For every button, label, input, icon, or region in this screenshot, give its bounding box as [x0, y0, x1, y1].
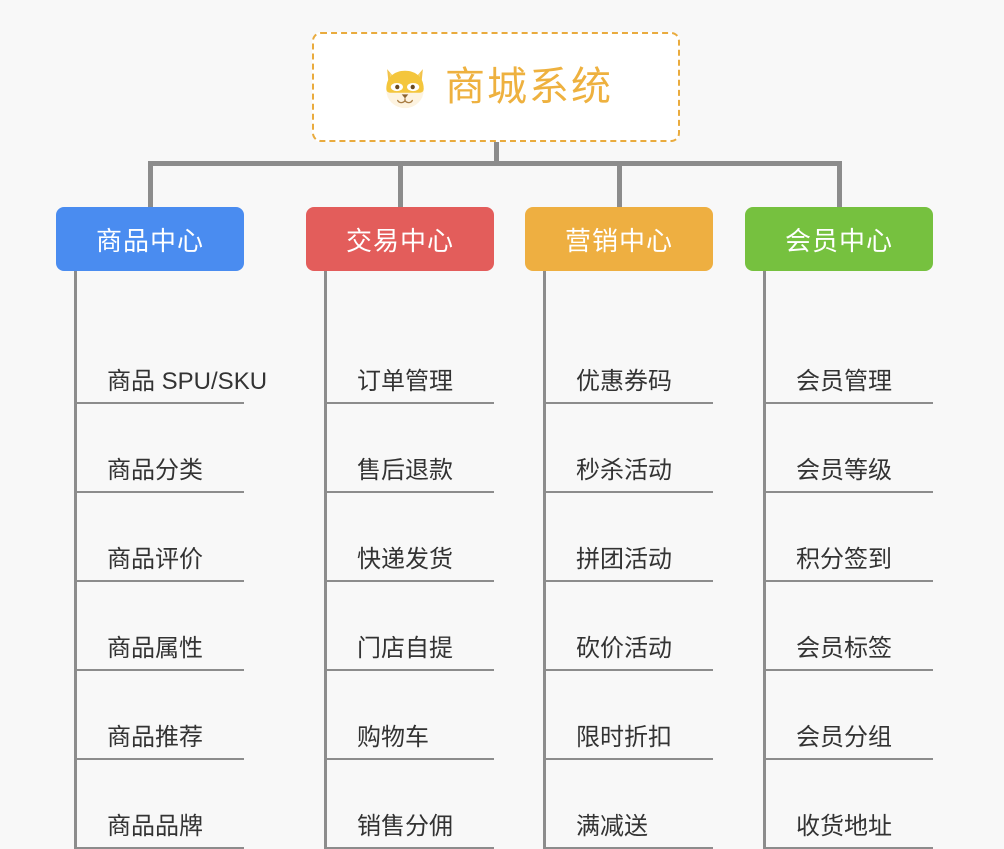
branch-header-trade-center[interactable]: 交易中心	[306, 207, 494, 271]
leaf-item[interactable]: 商品属性	[77, 582, 244, 671]
leaf-item[interactable]: 优惠券码	[546, 271, 713, 404]
leaf-item[interactable]: 快递发货	[327, 493, 494, 582]
leaf-item[interactable]: 商品分类	[77, 404, 244, 493]
branch-marketing-center: 营销中心 优惠券码 秒杀活动 拼团活动 砍价活动 限时折扣 满减送	[525, 207, 713, 849]
leaf-list-marketing-center: 优惠券码 秒杀活动 拼团活动 砍价活动 限时折扣 满减送	[543, 271, 713, 849]
leaf-item[interactable]: 砍价活动	[546, 582, 713, 671]
leaf-list-member-center: 会员管理 会员等级 积分签到 会员标签 会员分组 收货地址	[763, 271, 933, 849]
leaf-item[interactable]: 售后退款	[327, 404, 494, 493]
connector-drop-2	[398, 161, 403, 209]
root-node[interactable]: 商城系统	[312, 32, 680, 142]
branch-header-label: 会员中心	[784, 225, 893, 256]
leaf-item[interactable]: 拼团活动	[546, 493, 713, 582]
leaf-item[interactable]: 商品推荐	[77, 671, 244, 760]
connector-drop-4	[837, 161, 842, 209]
branch-header-product-center[interactable]: 商品中心	[56, 207, 244, 271]
branch-header-marketing-center[interactable]: 营销中心	[525, 207, 713, 271]
branch-header-label: 商品中心	[95, 225, 204, 256]
branch-header-label: 营销中心	[564, 225, 673, 256]
connector-drop-1	[148, 161, 153, 209]
leaf-item[interactable]: 商品评价	[77, 493, 244, 582]
dog-face-icon	[386, 69, 424, 109]
branch-header-member-center[interactable]: 会员中心	[745, 207, 933, 271]
connector-drop-3	[617, 161, 622, 209]
leaf-item[interactable]: 购物车	[327, 671, 494, 760]
leaf-item[interactable]: 订单管理	[327, 271, 494, 404]
leaf-item[interactable]: 满减送	[546, 760, 713, 849]
leaf-item[interactable]: 会员标签	[766, 582, 933, 671]
connector-root-stem	[494, 142, 499, 164]
leaf-item[interactable]: 限时折扣	[546, 671, 713, 760]
leaf-item[interactable]: 积分签到	[766, 493, 933, 582]
branch-header-label: 交易中心	[345, 225, 454, 256]
leaf-item[interactable]: 会员等级	[766, 404, 933, 493]
leaf-item[interactable]: 秒杀活动	[546, 404, 713, 493]
leaf-list-trade-center: 订单管理 售后退款 快递发货 门店自提 购物车 销售分佣	[324, 271, 494, 849]
leaf-item[interactable]: 销售分佣	[327, 760, 494, 849]
leaf-item[interactable]: 会员管理	[766, 271, 933, 404]
connector-horizontal-bus	[148, 161, 842, 166]
leaf-item[interactable]: 会员分组	[766, 671, 933, 760]
leaf-item[interactable]: 门店自提	[327, 582, 494, 671]
branch-product-center: 商品中心 商品 SPU/SKU 商品分类 商品评价 商品属性 商品推荐 商品品牌	[56, 207, 267, 849]
leaf-item[interactable]: 商品 SPU/SKU	[77, 271, 267, 404]
branch-trade-center: 交易中心 订单管理 售后退款 快递发货 门店自提 购物车 销售分佣	[306, 207, 494, 849]
branch-member-center: 会员中心 会员管理 会员等级 积分签到 会员标签 会员分组 收货地址	[745, 207, 933, 849]
leaf-item[interactable]: 商品品牌	[77, 760, 244, 849]
leaf-list-product-center: 商品 SPU/SKU 商品分类 商品评价 商品属性 商品推荐 商品品牌	[74, 271, 267, 849]
root-title: 商城系统	[445, 65, 613, 109]
leaf-item[interactable]: 收货地址	[766, 760, 933, 849]
